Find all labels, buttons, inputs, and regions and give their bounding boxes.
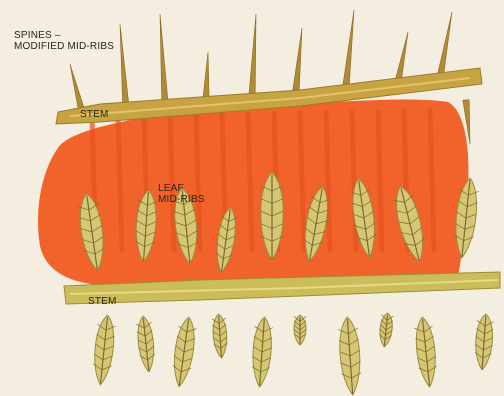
lower-leaflet bbox=[170, 316, 198, 388]
lower-leaflet bbox=[474, 313, 495, 370]
spine bbox=[120, 24, 129, 108]
spines-label-line2: MODIFIED MID-RIBS bbox=[14, 41, 114, 52]
spine bbox=[249, 14, 256, 96]
spine bbox=[343, 10, 354, 86]
lower-leaflet bbox=[413, 316, 438, 388]
lower-leaflet bbox=[250, 316, 273, 387]
spines-label-line1: SPINES – bbox=[14, 30, 114, 41]
spine bbox=[160, 14, 168, 104]
stem-top-label: STEM bbox=[80, 109, 109, 120]
stem-bottom-label: STEM bbox=[88, 296, 117, 307]
spine bbox=[395, 32, 408, 83]
spine bbox=[203, 52, 209, 100]
lower-leaflet bbox=[212, 314, 229, 359]
lower-leaflets-group bbox=[91, 312, 494, 395]
lower-leaflet bbox=[378, 312, 394, 347]
leaf-label-line1: LEAF bbox=[158, 183, 205, 194]
lower-leaflet bbox=[136, 315, 157, 372]
leaf-label-line2: MID-RIBS bbox=[158, 194, 205, 205]
lower-leaflet bbox=[337, 316, 362, 395]
spine bbox=[293, 28, 302, 90]
lower-leaflet bbox=[294, 315, 306, 345]
lower-leaflet bbox=[91, 314, 116, 386]
spine bbox=[70, 64, 85, 113]
leaf-midribs-label: LEAF MID-RIBS bbox=[158, 183, 205, 205]
spine bbox=[437, 12, 452, 79]
spines-label: SPINES – MODIFIED MID-RIBS bbox=[14, 30, 114, 52]
